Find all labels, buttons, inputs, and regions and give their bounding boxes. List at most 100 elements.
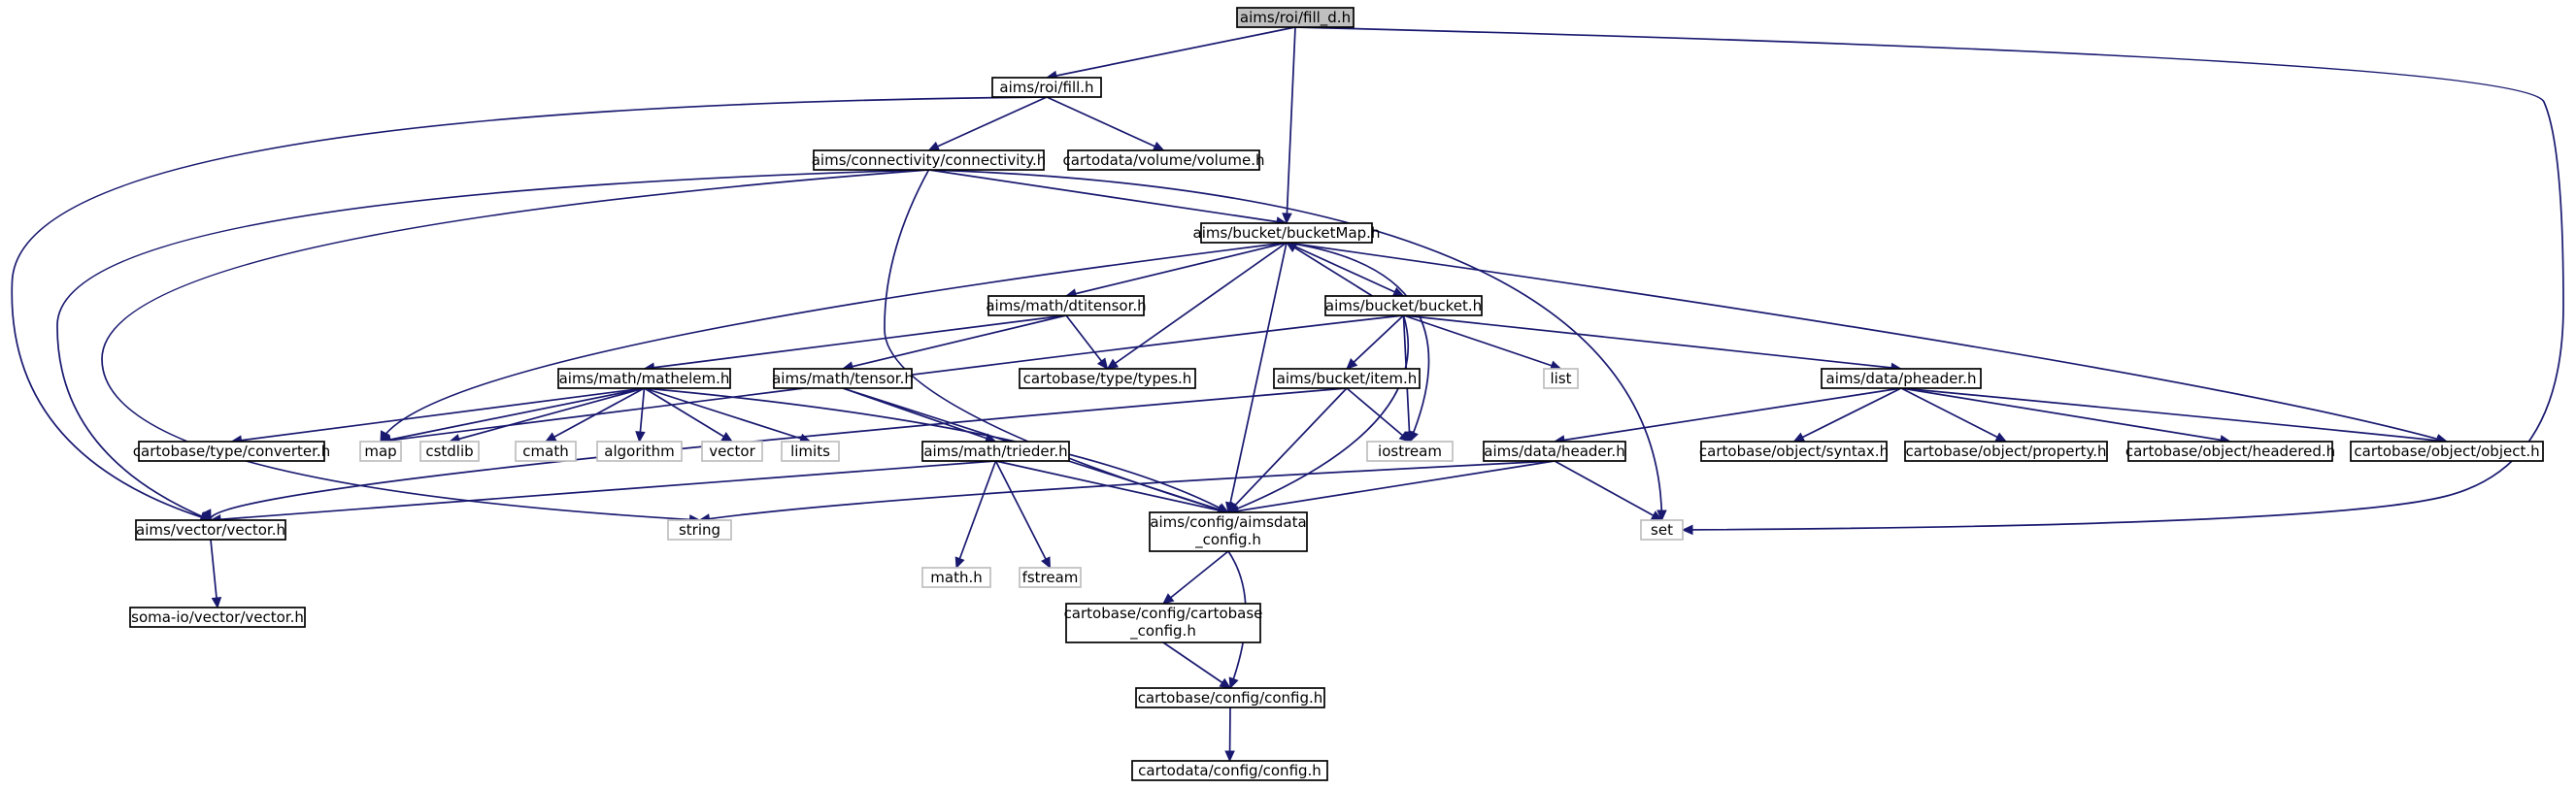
edge-line: [1162, 550, 1229, 605]
node-label: _config.h: [1129, 622, 1196, 641]
node-fill_d[interactable]: aims/roi/fill_d.h: [1236, 7, 1355, 28]
node-label: map: [364, 443, 396, 460]
node-box: [1236, 7, 1355, 28]
node-bucketMap[interactable]: aims/bucket/bucketMap.h: [1193, 222, 1381, 244]
node-label: aims/roi/fill_d.h: [1240, 9, 1351, 27]
node-volume[interactable]: cartodata/volume/volume.h: [1063, 149, 1265, 171]
node-box: [138, 441, 325, 462]
edge-arrowhead: [1162, 593, 1175, 605]
edge-bucket-to-pheader: [1403, 314, 1903, 374]
edge-arrowhead: [1346, 357, 1358, 370]
node-label: aims/bucket/bucket.h: [1325, 297, 1482, 314]
node-cartobase_config[interactable]: cartobase/config/cartobase_config.h: [1064, 603, 1263, 643]
edge-arrowhead: [544, 432, 557, 443]
edge-fill-to-connectivity: [927, 96, 1048, 151]
edge-mathelem-to-cstdlib: [448, 387, 645, 444]
node-label: string: [679, 521, 720, 539]
edge-arrowhead: [201, 509, 212, 522]
node-label: aims/vector/vector.h: [136, 521, 285, 539]
node-headered[interactable]: cartobase/object/headered.h: [2125, 441, 2335, 462]
node-box: [1904, 441, 2108, 462]
node-box: [1700, 441, 1888, 462]
node-trieder[interactable]: aims/math/trieder.h: [921, 441, 1070, 462]
node-label: aims/math/dtitensor.h: [986, 297, 1146, 314]
node-label: cartobase/object/property.h: [1905, 443, 2106, 460]
node-label: aims/bucket/item.h: [1277, 370, 1418, 387]
node-box: [1019, 567, 1082, 588]
edge-line: [1162, 641, 1231, 689]
node-tensor[interactable]: aims/math/tensor.h: [772, 368, 914, 389]
edge-bucketMap-to-map: [380, 242, 1288, 444]
node-label: _config.h: [1194, 531, 1261, 549]
edge-line: [210, 539, 218, 608]
node-bucket[interactable]: aims/bucket/bucket.h: [1324, 295, 1483, 316]
edge-connectivity-to-set: [928, 169, 1667, 522]
node-box: [1543, 368, 1579, 389]
node-mathelem[interactable]: aims/math/mathelem.h: [557, 368, 731, 389]
node-label: vector: [709, 443, 755, 460]
edge-line: [1554, 460, 1662, 521]
node-box: [701, 441, 763, 462]
node-label: aims/roi/fill.h: [999, 79, 1093, 96]
node-label: algorithm: [604, 443, 674, 460]
node-box: [1640, 519, 1684, 541]
edge-line: [1403, 314, 1902, 370]
node-pheader[interactable]: aims/data/pheader.h: [1821, 368, 1982, 389]
edge-arrowhead: [1285, 242, 1298, 253]
edge-arrowhead: [1228, 676, 1239, 690]
node-object[interactable]: cartobase/object/object.h: [2350, 441, 2544, 462]
node-label: set: [1651, 521, 1673, 539]
edge-line: [11, 96, 1048, 521]
node-box: [1065, 603, 1261, 643]
edge-arrowhead: [1792, 432, 1806, 443]
edge-line: [380, 242, 1288, 443]
node-box: [1019, 368, 1196, 389]
node-connectivity[interactable]: aims/connectivity/connectivity.h: [812, 149, 1047, 171]
edge-line: [1286, 26, 1296, 224]
node-converter[interactable]: cartobase/type/converter.h: [133, 441, 330, 462]
edge-header-to-set: [1554, 460, 1663, 521]
edge-mathelem-to-map: [379, 387, 645, 445]
edge-line: [1065, 314, 1109, 370]
node-types[interactable]: cartobase/type/types.h: [1019, 368, 1196, 389]
node-label: cartobase/object/headered.h: [2125, 443, 2335, 460]
node-box: [557, 368, 731, 389]
edge-line: [644, 387, 811, 443]
edge-line: [1403, 314, 1561, 370]
node-box: [1273, 368, 1421, 389]
edge-cb_config-to-cd_config: [1224, 707, 1235, 763]
edge-arrowhead: [1152, 141, 1165, 151]
node-header[interactable]: aims/data/header.h: [1483, 441, 1626, 462]
node-box: [987, 295, 1145, 316]
edge-trieder-to-mathh: [954, 460, 997, 570]
node-vectorh[interactable]: aims/vector/vector.h: [135, 519, 286, 541]
node-somavector[interactable]: soma-io/vector/vector.h: [129, 607, 306, 628]
node-label: cartobase/object/object.h: [2354, 443, 2539, 460]
node-cstdlib: cstdlib: [419, 441, 480, 462]
node-fstream: fstream: [1019, 567, 1082, 588]
edge-arrowhead: [1994, 432, 2008, 443]
edge-line: [1227, 460, 1556, 513]
edge-line: [380, 387, 645, 443]
edge-dtitensor-to-tensor: [841, 314, 1067, 372]
node-item[interactable]: aims/bucket/item.h: [1273, 368, 1421, 389]
edge-line: [1346, 387, 1411, 443]
node-label: cstdlib: [425, 443, 473, 460]
node-label: cartobase/config/config.h: [1138, 689, 1323, 707]
edge-line: [1065, 242, 1288, 297]
node-set: set: [1640, 519, 1684, 541]
node-property[interactable]: cartobase/object/property.h: [1904, 441, 2108, 462]
node-label: soma-io/vector/vector.h: [131, 608, 304, 626]
node-aimsdata_config[interactable]: aims/config/aimsdata_config.h: [1149, 511, 1308, 552]
node-dtitensor[interactable]: aims/math/dtitensor.h: [986, 295, 1147, 316]
edge-line: [1793, 387, 1902, 443]
node-label: aims/math/tensor.h: [772, 370, 914, 387]
node-cd_config[interactable]: cartodata/config/config.h: [1131, 760, 1328, 781]
node-cb_config[interactable]: cartobase/config/config.h: [1135, 687, 1325, 708]
node-fill[interactable]: aims/roi/fill.h: [991, 77, 1102, 98]
node-syntax[interactable]: cartobase/object/syntax.h: [1699, 441, 1889, 462]
edge-line: [1294, 26, 2564, 531]
node-iostream: iostream: [1366, 441, 1454, 462]
node-box: [359, 441, 402, 462]
node-label: aims/data/header.h: [1484, 443, 1624, 460]
